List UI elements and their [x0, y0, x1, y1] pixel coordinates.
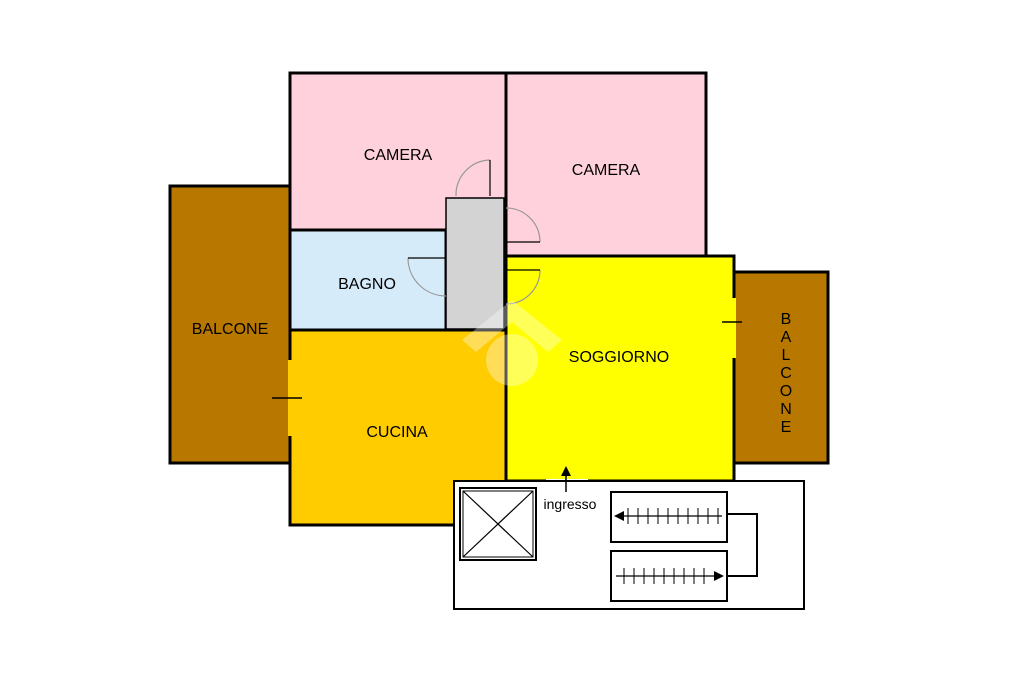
- elevator-shaft: [459, 487, 537, 561]
- label-camera-left: CAMERA: [364, 147, 433, 164]
- door-arc-bagno: [407, 257, 447, 297]
- stair-handrail: [727, 513, 758, 577]
- door-arc-camera-left: [455, 159, 491, 197]
- room-corridor: [445, 197, 505, 330]
- label-balcone-left: BALCONE: [192, 321, 268, 338]
- svg-text:A: A: [781, 329, 792, 346]
- label-bagno: BAGNO: [338, 276, 396, 293]
- stair-flight-lower: [610, 550, 728, 602]
- svg-text:E: E: [781, 419, 792, 436]
- label-ingresso: ingresso: [544, 496, 597, 512]
- entrance-arrow-icon: [561, 466, 571, 492]
- label-cucina: CUCINA: [366, 424, 428, 441]
- watermark-logo: [462, 300, 562, 386]
- stair-flight-upper: [610, 491, 728, 543]
- svg-text:L: L: [782, 347, 791, 364]
- svg-text:C: C: [780, 365, 792, 382]
- label-balcone-right: B A L C O N E: [780, 311, 792, 436]
- door-arc-camera-right: [505, 207, 541, 243]
- label-soggiorno: SOGGIORNO: [569, 349, 669, 366]
- room-camera-right: [504, 71, 708, 258]
- door-arc-soggiorno: [505, 269, 541, 305]
- svg-text:O: O: [780, 383, 792, 400]
- svg-text:N: N: [780, 401, 792, 418]
- label-camera-right: CAMERA: [572, 162, 641, 179]
- svg-text:B: B: [781, 311, 792, 328]
- room-balcone-left: [168, 184, 292, 465]
- room-soggiorno: [504, 254, 736, 483]
- room-balcone-right: [732, 270, 830, 465]
